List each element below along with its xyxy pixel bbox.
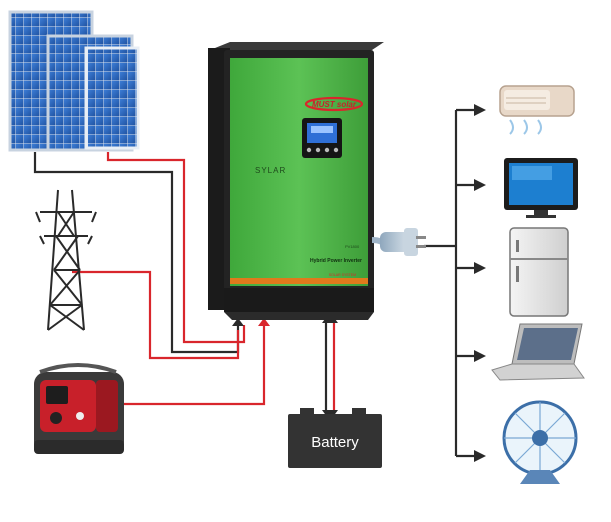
air-conditioner-icon — [499, 85, 575, 135]
arrow-up-icon — [258, 318, 270, 326]
arrow-right-icon — [474, 450, 486, 462]
arrow-right-icon — [474, 104, 486, 116]
television-icon — [504, 158, 578, 218]
power-grid-tower-icon — [35, 189, 97, 331]
output-bus — [424, 110, 458, 456]
solar-negative-wire — [33, 152, 240, 354]
series-tag: SOLAR SYSTEM — [329, 273, 356, 277]
generator-icon — [34, 363, 124, 454]
model-code: PV1800 — [345, 244, 360, 249]
brand-logo-text: MUST solar — [312, 100, 357, 109]
grid-wire — [72, 270, 240, 360]
arrow-up-icon — [232, 318, 244, 326]
inverter-front-panel — [230, 58, 368, 286]
solar-positive-wire — [106, 152, 246, 344]
brand-logo: MUST solar — [304, 96, 364, 112]
solar-panel-icon — [8, 10, 140, 152]
product-subtitle: Hybrid Power Inverter — [310, 258, 362, 264]
arrow-right-icon — [474, 179, 486, 191]
control-buttons — [306, 147, 339, 153]
fan-icon — [502, 400, 578, 484]
laptop-icon — [491, 323, 585, 381]
ac-plug-icon — [371, 228, 426, 256]
battery-label: Battery — [311, 434, 359, 451]
load-branch — [456, 108, 476, 458]
hybrid-inverter: MUST solar SYLAR PV1800 Hybrid Power Inv… — [208, 42, 384, 320]
battery: Battery — [288, 408, 382, 468]
generator-wire — [120, 326, 266, 406]
inverter-button[interactable] — [315, 147, 321, 153]
wiring — [33, 104, 486, 462]
refrigerator-icon — [509, 227, 569, 317]
inverter-button[interactable] — [306, 147, 312, 153]
inverter-button[interactable] — [324, 147, 330, 153]
arrow-right-icon — [474, 350, 486, 362]
arrow-right-icon — [474, 262, 486, 274]
product-name: SYLAR — [255, 166, 286, 175]
inverter-button[interactable] — [333, 147, 339, 153]
